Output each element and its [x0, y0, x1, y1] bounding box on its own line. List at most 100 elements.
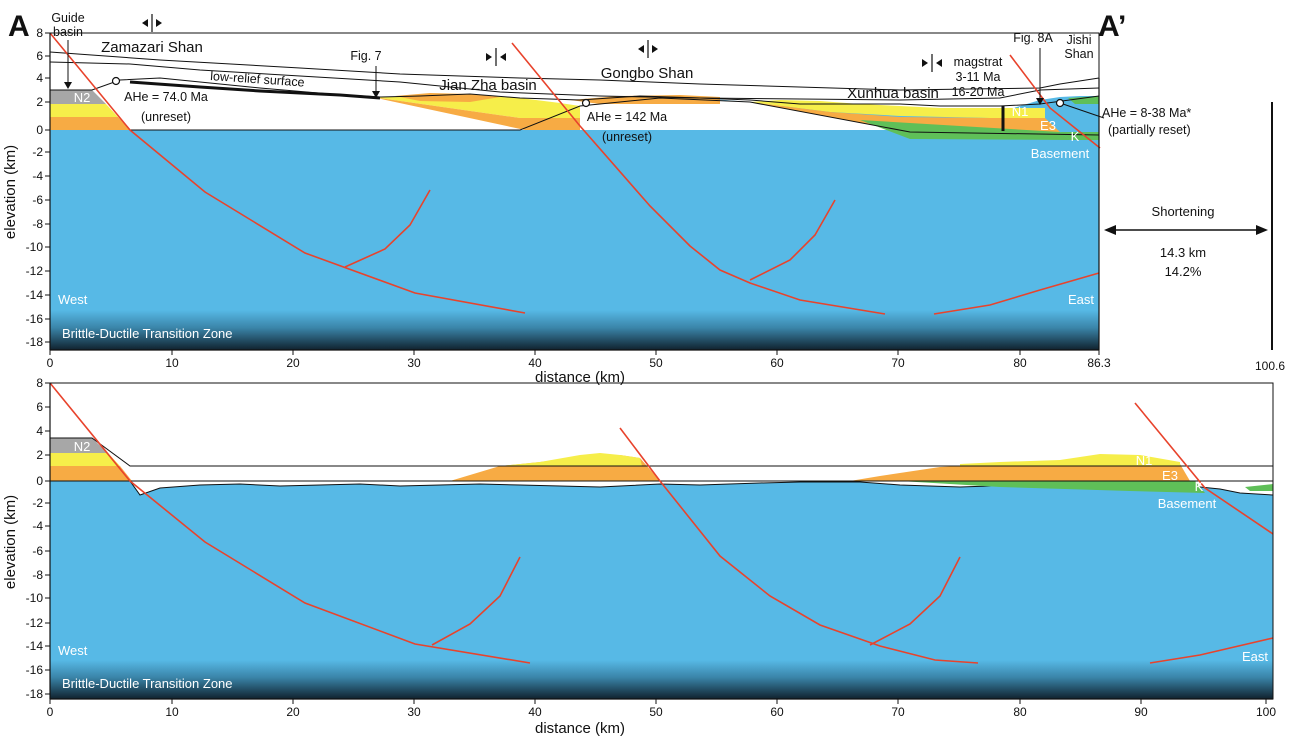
basement-contact [130, 97, 1100, 136]
top-xtick-0: 0 [47, 356, 54, 370]
bottom-ytick-6: 6 [36, 400, 43, 414]
top-xtick-30: 30 [407, 356, 421, 370]
topography-line [50, 77, 1100, 107]
unit-e3-jianzha-top [395, 93, 500, 102]
bottom-unit-n1: N1 [1136, 453, 1153, 468]
faults-bottom [49, 382, 1274, 664]
label-ahe-2-age: AHe = 142 Ma [587, 110, 667, 124]
top-east-label: East [1068, 292, 1094, 307]
top-y-axis: 8 6 4 2 0 -2 -4 -6 -8 -10 -12 -14 -16 -1… [2, 26, 51, 350]
low-relief-surface-trace [129, 80, 381, 100]
top-xtick-40: 40 [528, 356, 542, 370]
bottom-ytick-m4: -4 [32, 519, 43, 533]
corner-label-a-prime: A’ [1098, 10, 1126, 43]
label-xunhua-basin: Xunhua basin [847, 85, 939, 102]
bottom-xtick-60: 60 [770, 705, 784, 719]
label-fig-7: Fig. 7 [350, 49, 381, 63]
bottom-ytick-0: 0 [36, 474, 43, 488]
bottom-xtick-10: 10 [165, 705, 179, 719]
label-fig-8a: Fig. 8A [1013, 31, 1053, 45]
ahe-3-leader [1062, 103, 1105, 119]
bottom-west-label: West [58, 643, 88, 658]
restored-section-panel [49, 382, 1274, 700]
corner-label-a: A [8, 10, 30, 43]
unit-n2-bottom [50, 438, 108, 453]
restored-surface-line [49, 51, 1100, 91]
bottom-unit-k: K [1195, 479, 1204, 494]
top-ytick-2: 2 [36, 95, 43, 109]
top-ytick-m6: -6 [32, 193, 43, 207]
label-low-relief-surface: low-relief surface [210, 69, 305, 90]
bottom-xtick-40: 40 [528, 705, 542, 719]
bottom-xtick-50: 50 [649, 705, 663, 719]
unit-n2-west [50, 90, 106, 104]
top-ytick-8: 8 [36, 26, 43, 40]
bottom-x-axis: 0 10 20 30 40 50 60 70 80 90 100 distanc… [47, 698, 1276, 737]
bottom-ytick-8: 8 [36, 376, 43, 390]
brittle-ductile-zone-bottom [50, 660, 1273, 699]
bottom-unit-e3: E3 [1162, 468, 1178, 483]
label-zamazari-shan: Zamazari Shan [101, 39, 203, 56]
bottom-ytick-4: 4 [36, 424, 43, 438]
top-xtick-70: 70 [891, 356, 905, 370]
top-x-axis: 0 10 20 30 40 50 60 70 80 86.3 distance … [47, 349, 1111, 386]
restored-length-label: 100.6 [1255, 359, 1285, 373]
unit-k-bottom-far-east [1245, 484, 1273, 491]
top-xtick-80: 80 [1013, 356, 1027, 370]
unit-k-east [1068, 96, 1099, 104]
top-west-label: West [58, 292, 88, 307]
unit-k-xunhua [860, 120, 1070, 140]
label-ahe-1-age: AHe = 74.0 Ma [124, 90, 208, 104]
top-ytick-m2: -2 [32, 145, 43, 159]
faults-top [49, 32, 1101, 315]
syncline-symbol-jianzha [486, 48, 506, 66]
unit-k-east-lower [1060, 132, 1099, 140]
label-magstrat-1: magstrat [954, 55, 1003, 69]
top-y-axis-label: elevation (km) [2, 145, 19, 239]
unit-e3-jianzha [372, 97, 580, 130]
top-unit-n1: N1 [1012, 104, 1029, 119]
bottom-ytick-m14: -14 [26, 639, 44, 653]
ahe-sample-1 [111, 76, 121, 86]
top-ytick-m8: -8 [32, 217, 43, 231]
label-magstrat-3: 16-20 Ma [952, 85, 1005, 99]
fig7-arrowhead [372, 91, 380, 98]
upper-surface-line [49, 61, 1100, 101]
bottom-topo-line [50, 437, 1273, 467]
top-unit-e3: E3 [1040, 118, 1056, 133]
top-unit-n2: N2 [74, 90, 91, 105]
label-jian-zha-basin: Jian Zha basin [439, 77, 537, 94]
guide-basin-arrowhead [64, 82, 72, 89]
label-magstrat-2: 3-11 Ma [956, 70, 1001, 84]
bottom-ytick-m2: -2 [32, 496, 43, 510]
bottom-xtick-90: 90 [1134, 705, 1148, 719]
top-basement-label: Basement [1031, 146, 1090, 161]
top-ytick-6: 6 [36, 49, 43, 63]
unit-n1-bottom-east [960, 454, 1180, 466]
top-xtick-end: 86.3 [1087, 356, 1111, 370]
bottom-xtick-30: 30 [407, 705, 421, 719]
label-shortening: Shortening [1152, 204, 1215, 219]
label-guide-basin-2: basin [53, 25, 83, 39]
bottom-x-axis-label: distance (km) [535, 720, 625, 737]
bottom-ytick-m18: -18 [26, 687, 44, 701]
top-ytick-m18: -18 [26, 335, 44, 349]
label-guide-basin-1: Guide [51, 11, 84, 25]
anticline-symbol-zamazari [142, 14, 162, 32]
top-ytick-4: 4 [36, 71, 43, 85]
bottom-ytick-m6: -6 [32, 544, 43, 558]
bottom-ytick-m8: -8 [32, 568, 43, 582]
unit-n1-west [50, 104, 118, 117]
label-ahe-3-age: AHe = 8-38 Ma* [1102, 106, 1191, 120]
unit-n1-bottom-west [50, 453, 120, 466]
anticline-symbol-gongbo [638, 40, 658, 58]
top-ytick-0: 0 [36, 123, 43, 137]
shortening-arrowhead-left [1104, 225, 1116, 235]
unit-e3-xunhua [750, 102, 1060, 132]
bottom-y-axis: 8 6 4 2 0 -2 -4 -6 -8 -10 -12 -14 -16 -1… [2, 376, 51, 701]
label-ahe-3-status: (partially reset) [1108, 123, 1191, 137]
top-ytick-m4: -4 [32, 169, 43, 183]
bottom-xtick-70: 70 [891, 705, 905, 719]
top-unit-k: K [1071, 129, 1080, 144]
